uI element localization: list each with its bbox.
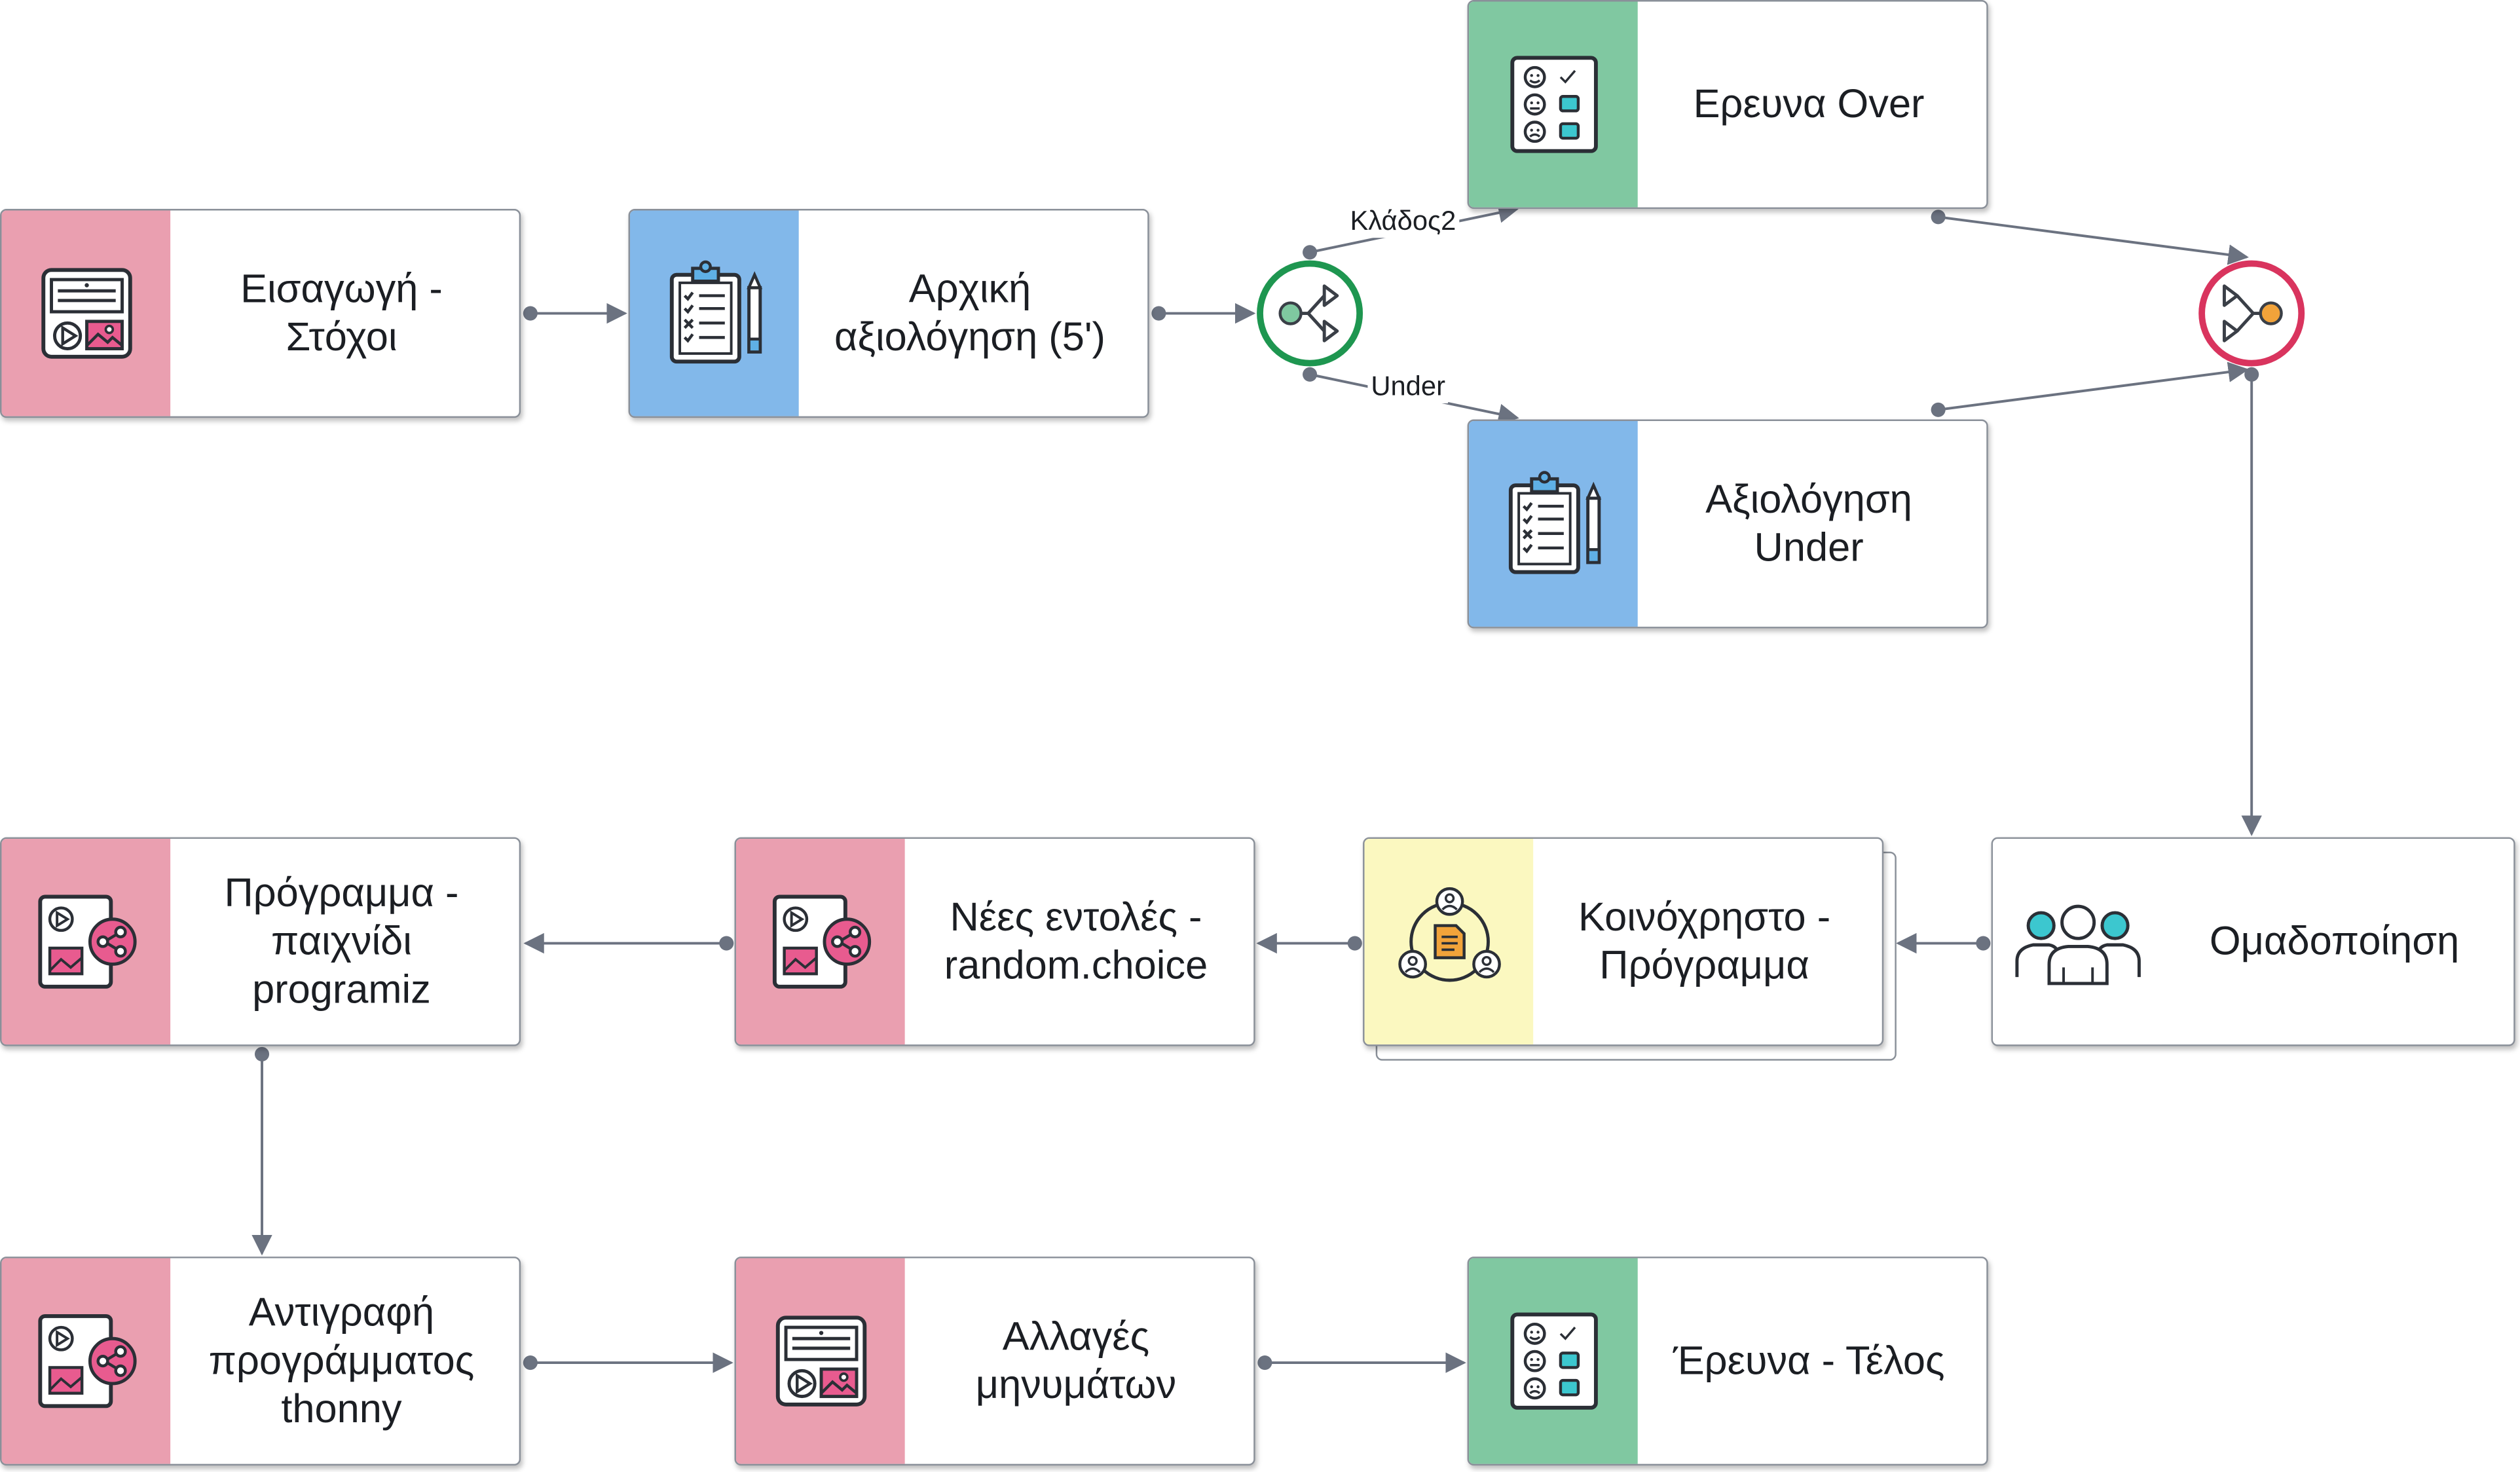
clipboard-checklist-icon [669, 260, 762, 364]
merge-gateway[interactable] [2198, 260, 2305, 367]
node-eisagogi[interactable]: Εισαγωγή - Στόχοι [0, 209, 521, 418]
node-ereuna-over[interactable]: Ερευνα Over [1467, 0, 1988, 210]
node-koinoxristo[interactable]: Κοινόχρηστο - Πρόγραμμα [1363, 837, 1884, 1046]
node-ereuna-telos[interactable]: Έρευνα - Τέλος [1467, 1257, 1988, 1466]
node-color-strip [1364, 839, 1534, 1045]
node-allages[interactable]: Αλλαγές μηνυμάτων [734, 1257, 1255, 1466]
node-color-strip [735, 1258, 905, 1464]
node-label: Νέες εντολές - random.choice [944, 894, 1208, 989]
branch-split-icon [1278, 284, 1339, 342]
node-arxiki[interactable]: Αρχική αξιολόγηση (5') [628, 209, 1149, 418]
node-label: Κοινόχρηστο - Πρόγραμμα [1578, 894, 1831, 989]
share-media-icon [37, 894, 136, 989]
node-color-strip [630, 210, 799, 416]
node-label: Αρχική αξιολόγηση (5') [834, 267, 1105, 360]
node-axiologisi-under[interactable]: Αξιολόγηση Under [1467, 419, 1988, 629]
media-content-icon [41, 268, 132, 359]
node-label: Ερευνα Over [1693, 82, 1925, 127]
edge-over-merge [1938, 215, 2249, 265]
node-label: Αλλαγές μηνυμάτων [975, 1314, 1177, 1408]
survey-faces-icon [1510, 56, 1597, 153]
node-color-strip [1469, 1, 1638, 208]
node-label: Ομαδοποίηση [2209, 919, 2460, 965]
node-nees-entoles[interactable]: Νέες εντολές - random.choice [734, 837, 1255, 1046]
edge-label-over: Κλάδος2 [1346, 206, 1460, 238]
edge-under-merge [1938, 361, 2249, 411]
node-color-strip [735, 839, 905, 1045]
node-label: Πρόγραμμα - παιχνίδι programiz [224, 871, 459, 1013]
node-antigrafi[interactable]: Αντιγραφή προγράμματος thonny [0, 1257, 521, 1466]
branch-merge-icon [2223, 284, 2283, 342]
group-people-icon [2014, 904, 2140, 985]
node-color-strip [1, 1258, 171, 1464]
node-label: Εισαγωγή - Στόχοι [240, 267, 443, 360]
share-media-icon [37, 1314, 136, 1408]
node-color-strip [1, 210, 171, 416]
node-color-strip [1469, 1258, 1638, 1464]
media-content-icon [775, 1316, 866, 1407]
clipboard-checklist-icon [1508, 471, 1601, 574]
survey-faces-icon [1510, 1312, 1597, 1410]
node-color-strip [1469, 420, 1638, 627]
node-omadopoiisi[interactable]: Ομαδοποίηση [1991, 837, 2515, 1046]
node-label: Αξιολόγηση Under [1705, 477, 1912, 571]
node-color-strip [1993, 839, 2162, 1045]
edge-label-under: Under [1367, 371, 1449, 403]
node-label: Έρευνα - Τέλος [1673, 1338, 1945, 1384]
split-gateway[interactable] [1257, 260, 1363, 367]
shared-document-icon [1398, 887, 1500, 982]
node-programma-paixnidi[interactable]: Πρόγραμμα - παιχνίδι programiz [0, 837, 521, 1046]
share-media-icon [771, 894, 870, 989]
node-label: Αντιγραφή προγράμματος thonny [208, 1290, 475, 1432]
node-color-strip [1, 839, 171, 1045]
